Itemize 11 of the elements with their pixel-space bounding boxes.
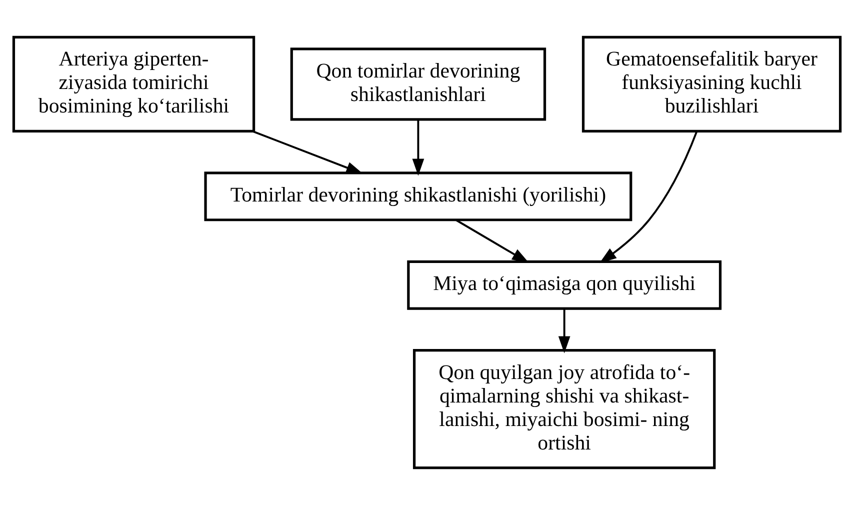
arrow <box>456 219 530 264</box>
arrow <box>599 131 698 264</box>
arrow <box>558 308 570 354</box>
node-box: Tomirlar devorining shikastlanishi (yorilishi) <box>204 172 632 222</box>
arrow <box>412 120 424 176</box>
arrow <box>252 130 364 174</box>
node-box: Qon quyilgan joy atrofida to‘- qimalarning shishi va shikast- lanishi, miyaichi bosimi- ning ortishi <box>412 349 716 470</box>
node-box: Qon tomirlar devorining shikastlanishlari <box>290 48 546 121</box>
node-box: Gematoensefalitik baryer funksiyasining kuchli buzilishlari <box>582 36 842 132</box>
node-box: Arteriya giperten- ziyasida tomirichi bosimining ko‘tarilishi <box>12 36 256 132</box>
node-box: Miya to‘qimasiga qon quyilishi <box>407 260 722 310</box>
